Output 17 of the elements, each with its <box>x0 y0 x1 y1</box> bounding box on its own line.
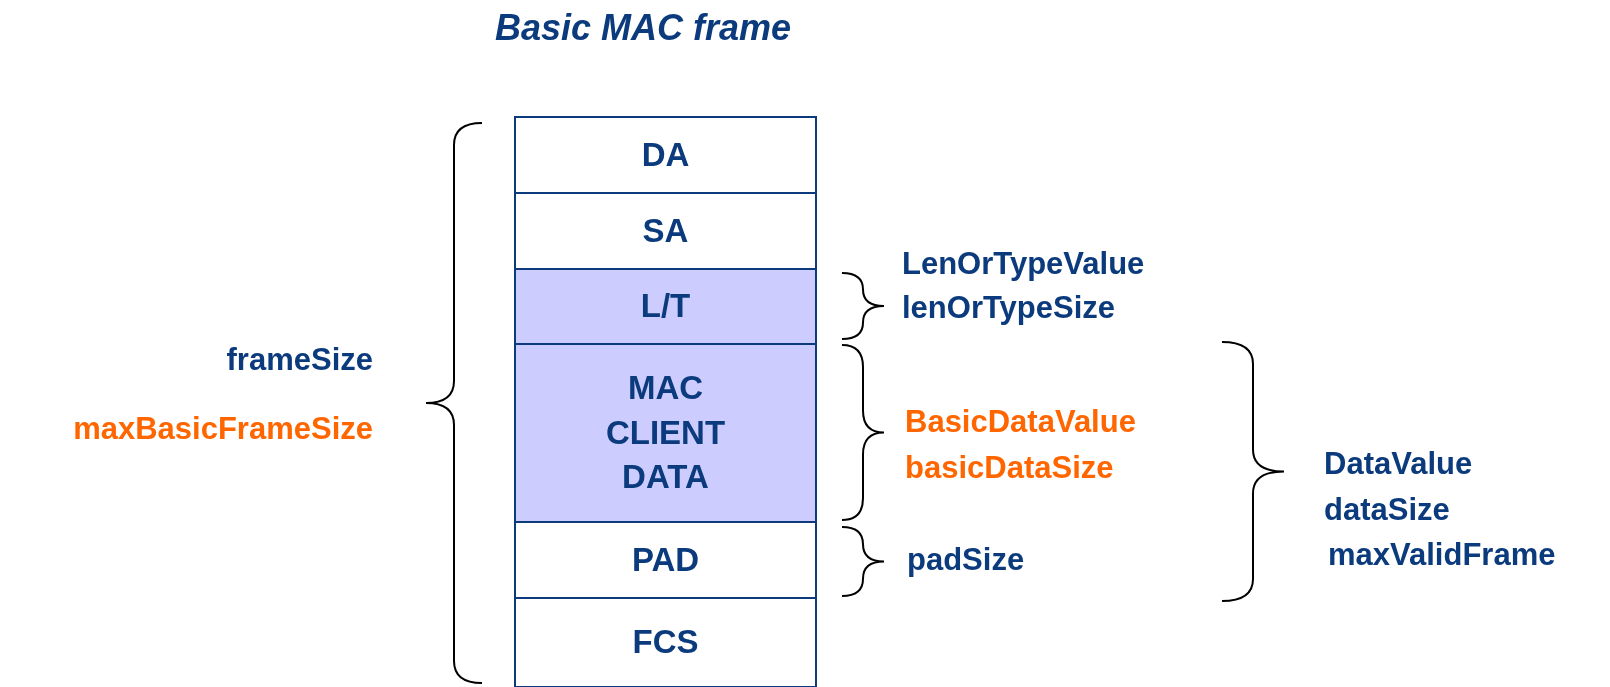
diagram-title: Basic MAC frame <box>495 8 792 48</box>
field-label: BasicDataValue <box>905 405 1136 440</box>
field-label: DataValue <box>1324 447 1473 482</box>
frame-field-box: PAD <box>514 521 817 599</box>
frame-field-box: MAC CLIENT DATA <box>514 343 817 523</box>
field-label: frameSize <box>226 343 373 378</box>
field-label: dataSize <box>1324 493 1450 528</box>
frame-field-box: L/T <box>514 268 817 345</box>
field-label: basicDataSize <box>905 451 1114 486</box>
field-label: maxBasicFrameSize <box>73 412 373 447</box>
frame-field-box: FCS <box>514 597 817 687</box>
field-label: lenOrTypeSize <box>902 291 1116 326</box>
field-label: LenOrTypeValue <box>902 247 1145 282</box>
field-label: maxValidFrame <box>1328 538 1556 573</box>
frame-field-box: DA <box>514 116 817 194</box>
frame-field-box: SA <box>514 192 817 270</box>
field-label: padSize <box>907 543 1025 578</box>
